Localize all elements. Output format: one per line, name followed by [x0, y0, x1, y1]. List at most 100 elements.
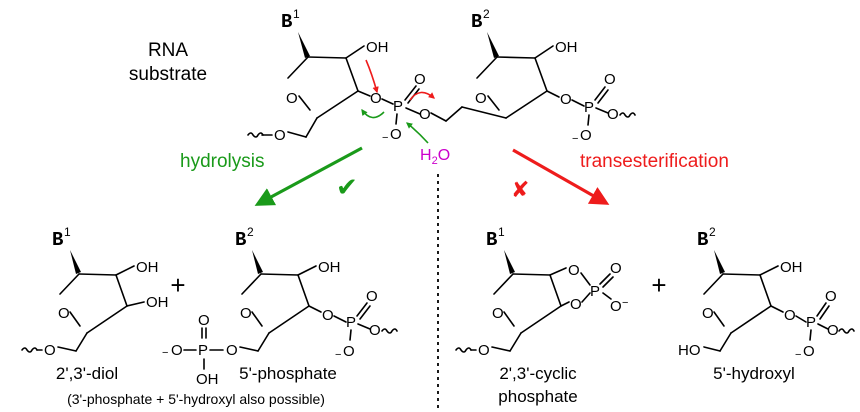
cyc-5prime-o: O: [478, 342, 490, 359]
p2-o-chain: O: [607, 106, 619, 123]
cyc-base-label: B: [486, 229, 497, 251]
diol-5prime-o: O: [44, 342, 56, 359]
transesterification-pathway: transesterification ✘: [511, 148, 729, 205]
phos-2prime-oh: OH: [318, 259, 341, 276]
substrate-sugar-2: B 2 O OH O P O O − O: [430, 7, 636, 145]
cyc-p-double-o: O: [610, 260, 622, 277]
p-double-o: O: [414, 71, 426, 88]
green-arrow-leaving: [361, 108, 385, 119]
plus-sign-hydrolysis: +: [170, 270, 185, 300]
hyd-ring-o: O: [702, 305, 714, 322]
hyd-3prime-minus: −: [795, 349, 801, 361]
alternative-products-note: (3'-phosphate + 5'-hydroxyl also possibl…: [67, 391, 325, 407]
hyd-base-label: B: [697, 229, 708, 251]
product-diol: B 1 O OH OH O: [21, 225, 169, 359]
hyd-5prime-ho: HO: [678, 342, 701, 359]
diol-ring-o: O: [58, 305, 70, 322]
phos-5prime-o: O: [226, 342, 238, 359]
phos-3prime-minus: −: [335, 349, 341, 361]
phos-3prime-o: O: [322, 307, 334, 324]
phos-5prime-minus: −: [162, 347, 168, 359]
base-1-label: B: [281, 11, 292, 33]
phos-ring-o: O: [240, 305, 252, 322]
hydroxyl5-product-label: 5'-hydroxyl: [713, 364, 795, 383]
cyc-p-o-minus: O: [610, 298, 622, 315]
cyc-3prime-o: O: [570, 296, 582, 313]
green-arrow-water: [406, 122, 429, 144]
oh-2prime-2: OH: [555, 39, 578, 56]
hydrolysis-arrow: [254, 146, 363, 206]
diol-product-label: 2',3'-diol: [56, 364, 118, 383]
cyc-base-index: 1: [498, 225, 505, 239]
check-mark-icon: ✔: [336, 172, 358, 202]
diol-3prime-oh: OH: [146, 294, 169, 311]
phosphorus-1: P: [393, 98, 403, 115]
substrate-phosphate: P O O − O: [381, 71, 431, 144]
diol-base-index: 1: [64, 225, 71, 239]
phos-5prime-p-double-o: O: [198, 312, 210, 329]
phos-3prime-o-minus: O: [343, 343, 355, 360]
o-5prime-2: O: [419, 106, 431, 123]
hyd-chain-wavy: [838, 328, 855, 334]
phos-5prime-oh: OH: [196, 371, 219, 388]
phos-3prime-o-chain: O: [369, 322, 381, 339]
cross-mark-icon: ✘: [511, 177, 529, 202]
cyclic-product-label-line2: phosphate: [498, 387, 577, 406]
cyc-phosphorus: P: [590, 283, 600, 300]
ring-o-1: O: [286, 90, 298, 107]
p2-o-minus: O: [580, 127, 592, 144]
hydrolysis-label: hydrolysis: [180, 151, 264, 172]
plus-sign-transesterification: +: [651, 270, 666, 300]
cyc-ring-o: O: [492, 305, 504, 322]
transesterification-arrow: [512, 148, 610, 205]
hydrolysis-pathway: hydrolysis ✔: [180, 146, 363, 206]
red-arrow-leaving: [409, 91, 435, 101]
o-3prime-1: O: [370, 90, 382, 107]
phosphorus-2: P: [584, 99, 594, 116]
product-5prime-phosphate: B 2 O OH O P O O − O O P O OH O −: [162, 225, 398, 388]
rna-substrate-label-line2: substrate: [129, 64, 207, 85]
hyd-3prime-o: O: [784, 307, 796, 324]
product-5prime-hydroxyl: B 2 O OH O P O O − O HO: [678, 225, 855, 361]
hyd-3prime-p-double-o: O: [825, 288, 837, 305]
substrate-sugar-1: B 1 O OH O O: [247, 7, 389, 144]
ring-o-2: O: [475, 90, 487, 107]
hyd-3prime-p: P: [806, 314, 816, 331]
base-2-label: B: [471, 11, 482, 33]
o-5prime-1: O: [274, 127, 286, 144]
cyclic-product-label-line1: 2',3'-cyclic: [499, 364, 577, 383]
chain-wavy-1: [247, 132, 264, 138]
transesterification-label: transesterification: [580, 151, 729, 172]
cyc-2prime-o: O: [568, 262, 580, 279]
red-arrow-oh-attack: [365, 59, 379, 94]
hyd-base-index: 2: [709, 225, 716, 239]
cyc-p-minus: −: [622, 297, 628, 309]
diol-chain-wavy: [21, 347, 38, 353]
product-cyclic-phosphate: B 1 O O O P O O − O: [455, 225, 628, 359]
phos-3prime-p: P: [346, 314, 356, 331]
phos-5prime-o-minus: O: [171, 342, 183, 359]
phosphate5-product-label: 5'-phosphate: [239, 364, 337, 383]
water-label: H2O: [420, 147, 450, 167]
rna-substrate-label-line1: RNA: [148, 40, 188, 61]
p2-minus-charge: −: [572, 133, 578, 145]
phos-chain-wavy: [381, 328, 398, 334]
hyd-2prime-oh: OH: [780, 259, 803, 276]
phos-base-label: B: [235, 229, 246, 251]
rna-substrate: RNA substrate B 1 O OH O O P: [129, 7, 636, 167]
diol-base-label: B: [52, 229, 63, 251]
hyd-3prime-o-minus: O: [803, 343, 815, 360]
hyd-3prime-o-chain: O: [827, 322, 839, 339]
base-1-index: 1: [293, 7, 300, 21]
diol-2prime-oh: OH: [136, 259, 159, 276]
p2-double-o: O: [604, 71, 616, 88]
oh-2prime-1: OH: [366, 39, 389, 56]
p-minus-charge: −: [382, 132, 388, 144]
o-3prime-2: O: [560, 91, 572, 108]
base-2-index: 2: [483, 7, 490, 21]
cyc-chain-wavy: [455, 347, 472, 353]
p-o-minus: O: [390, 126, 402, 143]
phos-5prime-p: P: [198, 342, 208, 359]
chain-wavy-2: [619, 112, 636, 118]
